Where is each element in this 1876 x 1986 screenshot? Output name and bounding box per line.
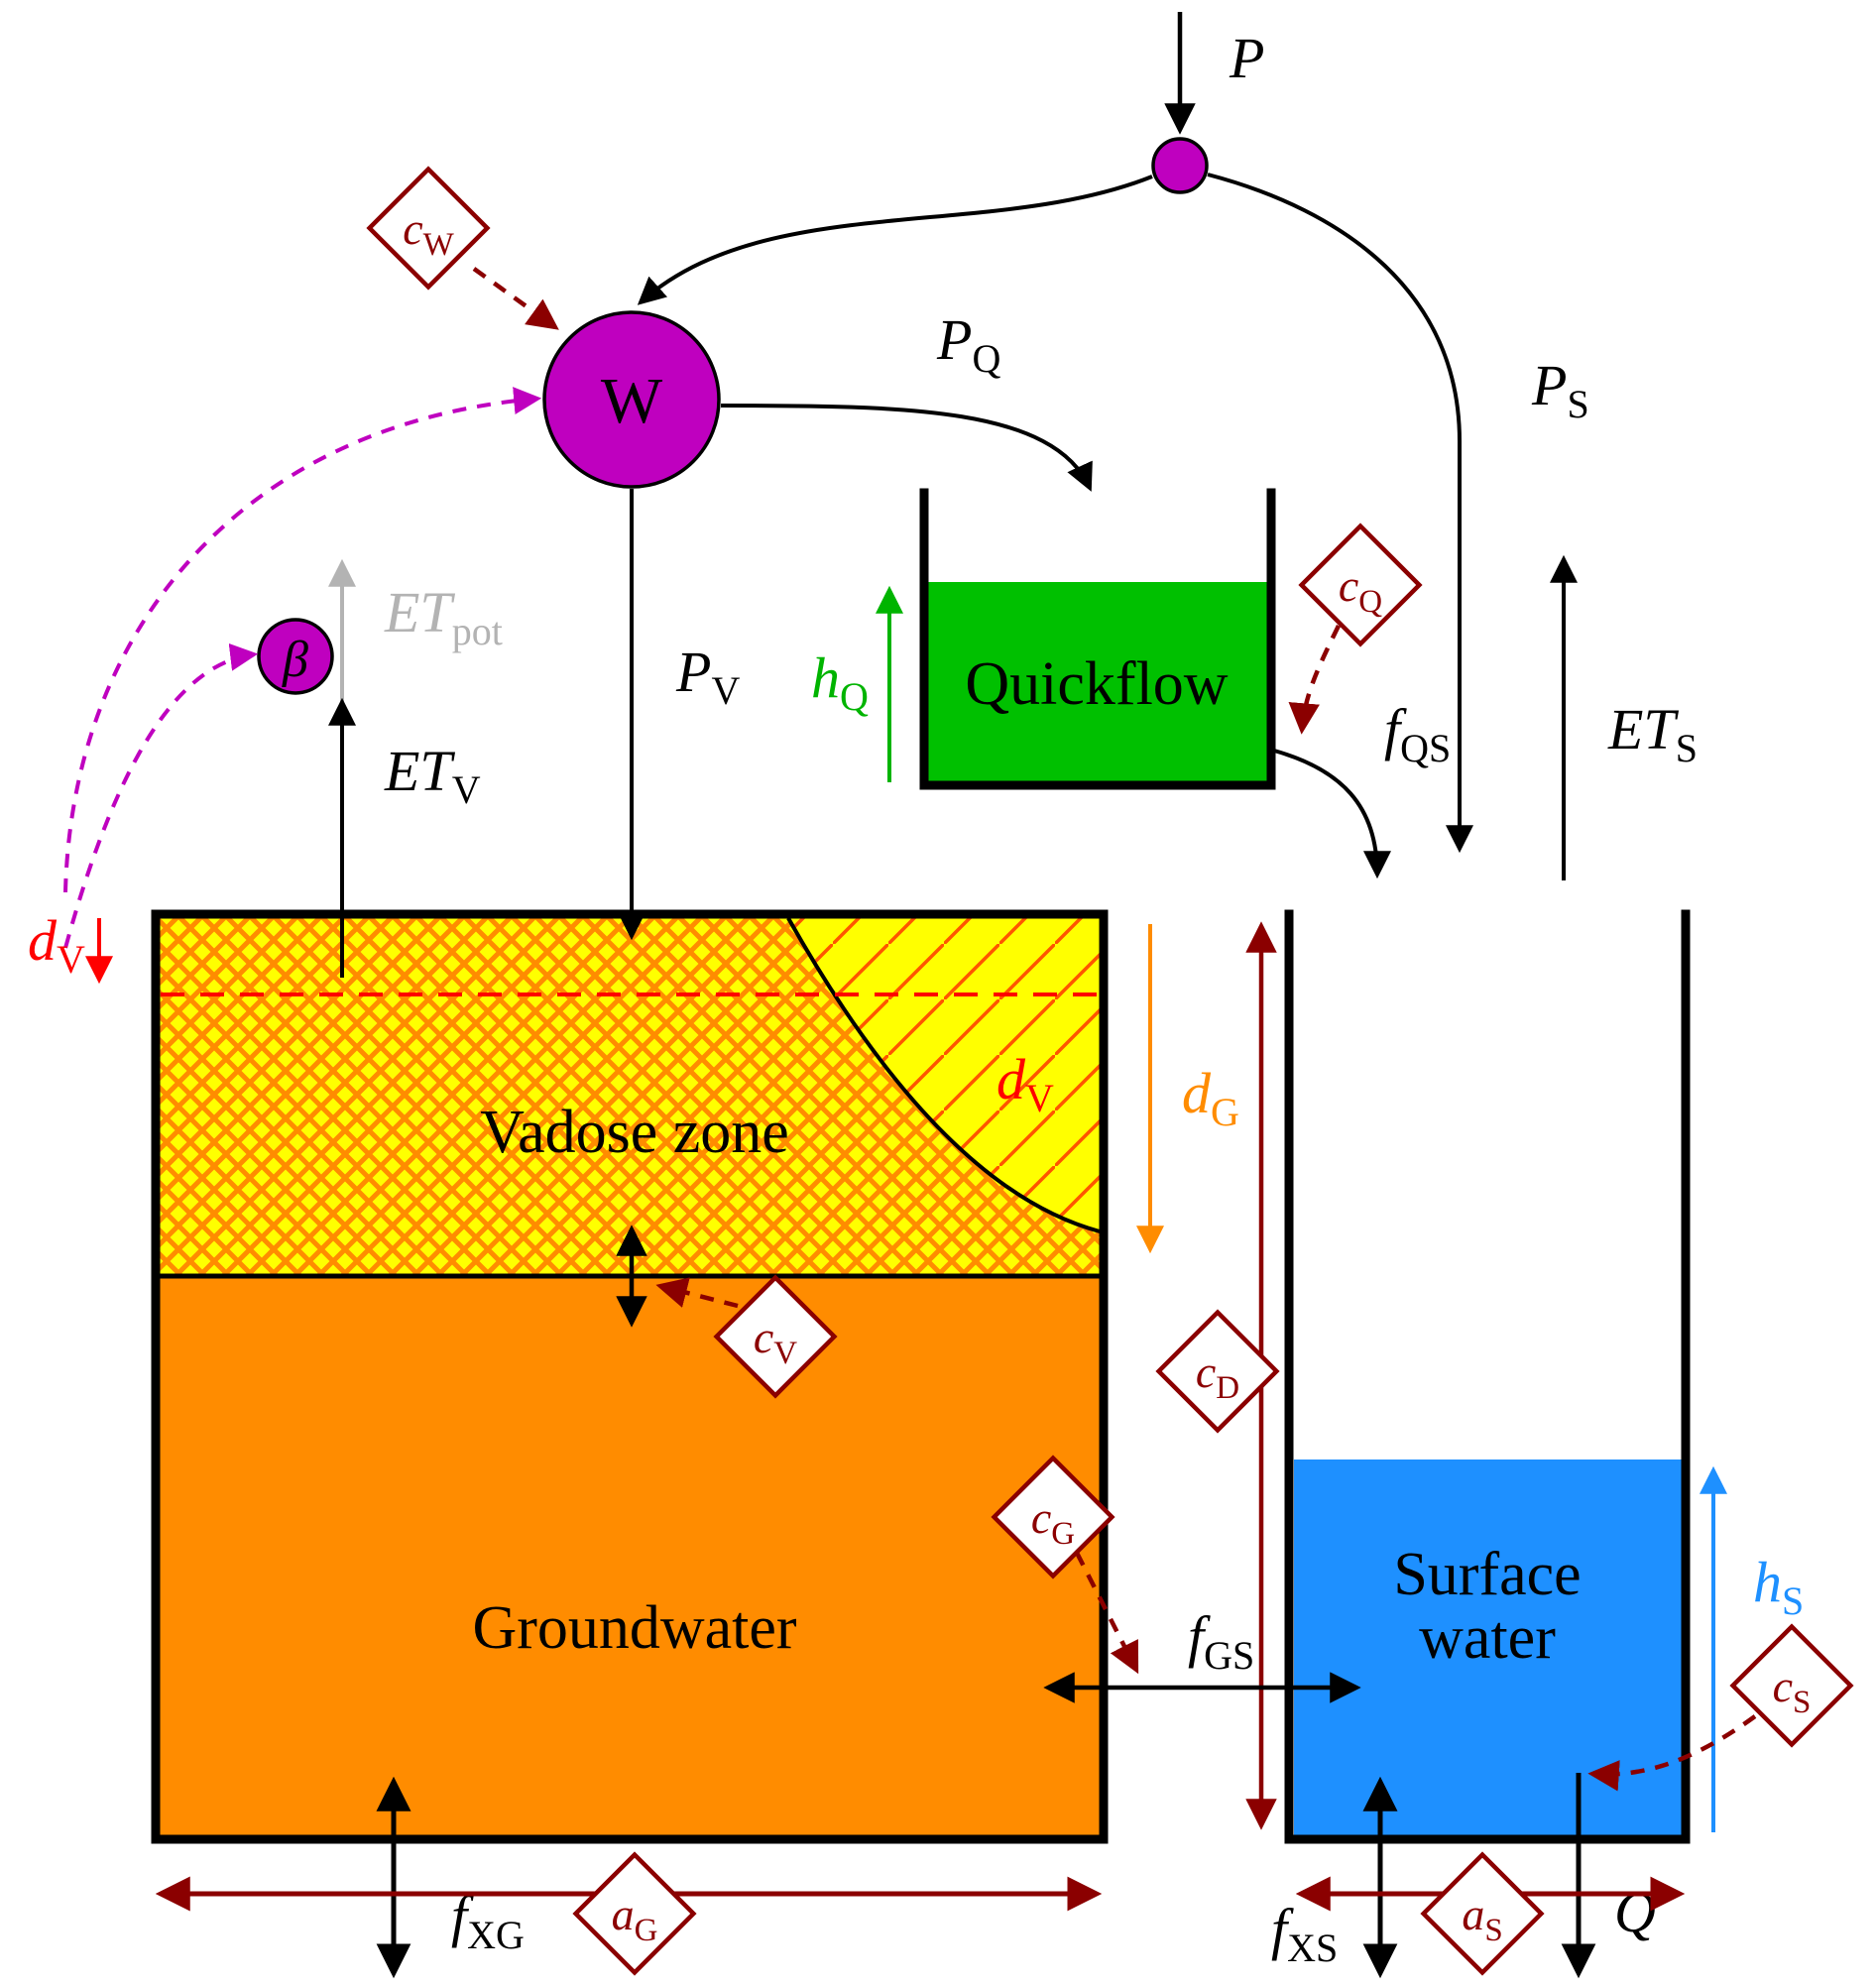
precipitation: P PS <box>637 12 1589 854</box>
beta-circle <box>257 618 334 695</box>
param-cq-diamond: cQ <box>1298 523 1423 647</box>
hs-label: hS <box>1753 1550 1804 1623</box>
quickflow-store: Quickflow hQ <box>811 488 1276 790</box>
exchange-fluxes: fQS fGS fXG fXS Q <box>155 697 1686 1979</box>
surface-water-walls <box>1284 909 1691 1844</box>
groundwater-fill <box>160 1276 1100 1835</box>
cw-pointer <box>472 267 559 330</box>
cq-pointer <box>1288 625 1342 735</box>
fqs-arrow <box>1273 749 1391 879</box>
dv-left-label: dV <box>28 908 85 982</box>
cg-pointer <box>1074 1551 1139 1675</box>
hq-label: hQ <box>811 645 869 719</box>
vadose-zone-label: Vadose zone <box>480 1099 789 1166</box>
fqs-label: fQS <box>1384 697 1451 770</box>
dv-to-w-dashed-curve <box>63 387 542 893</box>
etpot-label: ETpot <box>384 580 503 653</box>
ets-label: ETS <box>1607 697 1698 770</box>
p-to-w-curve <box>637 175 1153 305</box>
beta-label: β <box>282 632 308 688</box>
svg-text:cV: cV <box>754 1312 797 1371</box>
svg-text:cG: cG <box>1031 1492 1075 1552</box>
wedge-boundary-curve <box>786 917 1101 1233</box>
quickflow-label: Quickflow <box>965 650 1228 718</box>
svg-text:cD: cD <box>1196 1346 1239 1406</box>
param-cg-diamond: cG <box>991 1455 1115 1579</box>
w-node: W PQ PV <box>542 307 1093 941</box>
cs-pointer <box>1587 1714 1757 1792</box>
dv-dependencies: dV <box>28 387 542 985</box>
pv-label: PV <box>675 640 740 713</box>
dv-to-beta-dashed-curve <box>63 643 259 949</box>
groundwater-label: Groundwater <box>472 1594 796 1662</box>
soil-column: Vadose zone Groundwater dV <box>151 909 1109 1844</box>
param-cw-diamond: cW <box>366 166 491 291</box>
param-as-diamond: aS <box>1420 1851 1545 1976</box>
svg-text:cW: cW <box>403 203 454 263</box>
svg-text:aG: aG <box>612 1889 658 1948</box>
vadose-dry-wedge <box>788 918 1100 1231</box>
pq-label: PQ <box>936 307 1000 381</box>
fgs-label: fGS <box>1188 1604 1254 1678</box>
param-ag-diamond: aG <box>572 1851 697 1976</box>
quickflow-walls <box>919 488 1276 790</box>
param-cd-diamond: cD <box>1155 1309 1280 1434</box>
ps-label: PS <box>1531 353 1589 426</box>
quickflow-fill <box>928 582 1267 781</box>
svg-text:cQ: cQ <box>1339 560 1382 620</box>
w-label: W <box>601 365 663 437</box>
svg-text:aS: aS <box>1462 1889 1502 1948</box>
etv-label: ETV <box>384 739 481 812</box>
evapotranspiration: ETpot ETV β ETS <box>257 554 1698 978</box>
q-label: Q <box>1614 1880 1656 1944</box>
dg-label: dG <box>1182 1061 1239 1134</box>
param-cs-diamond: cS <box>1729 1623 1854 1748</box>
surface-water-label-2: water <box>1419 1604 1556 1672</box>
param-cv-diamond: cV <box>713 1274 838 1399</box>
svg-text:cS: cS <box>1773 1661 1812 1720</box>
cv-pointer <box>655 1277 739 1309</box>
dv-wedge-label: dV <box>997 1047 1054 1120</box>
p-label: P <box>1229 26 1264 90</box>
pq-arrow <box>720 404 1093 492</box>
parameter-diamonds: cW cQ cV cG cD cS aG aS <box>366 166 1854 1976</box>
surface-water-store: Surface water hS <box>1284 909 1804 1844</box>
surface-water-label-1: Surface <box>1393 1541 1581 1608</box>
fxs-label: fXS <box>1271 1897 1338 1970</box>
precipitation-junction-node <box>1151 137 1209 194</box>
w-circle <box>542 310 721 489</box>
parameter-pointers <box>472 267 1757 1792</box>
ps-arrow <box>1207 173 1473 854</box>
